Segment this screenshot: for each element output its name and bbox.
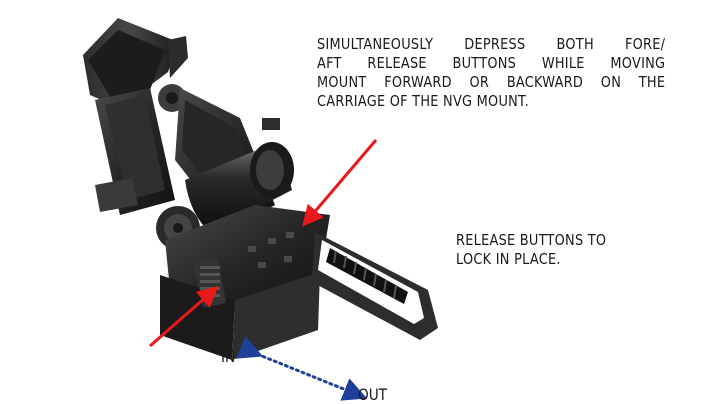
- red-arrow-icon: [302, 139, 378, 227]
- lock-instruction-text: RELEASE BUTTONS TO LOCK IN PLACE.: [456, 231, 628, 269]
- mount-rack-rail: [312, 232, 438, 340]
- instruction-line: RELEASE BUTTONS TO: [456, 231, 607, 249]
- instruction-line: MOUNT FORWARD OR BACKWARD ON THE: [317, 73, 666, 91]
- instruction-line: CARRIAGE OF THE NVG MOUNT.: [317, 92, 530, 110]
- instruction-line: AFT RELEASE BUTTONS WHILE MOVING: [317, 54, 666, 72]
- direction-in-label: IN: [221, 347, 236, 366]
- direction-arrow-icon: [236, 336, 368, 401]
- mount-pivot-cylinder: [185, 142, 294, 232]
- direction-out-label: OUT: [358, 385, 387, 404]
- release-instruction-text: SIMULTANEOUSLY DEPRESS BOTH FORE/ AFT RE…: [317, 35, 665, 111]
- red-arrow-icon: [149, 286, 219, 348]
- instruction-line: SIMULTANEOUSLY DEPRESS BOTH FORE/: [317, 35, 666, 53]
- instruction-line: LOCK IN PLACE.: [456, 250, 561, 268]
- mount-top-shoe: [83, 18, 188, 215]
